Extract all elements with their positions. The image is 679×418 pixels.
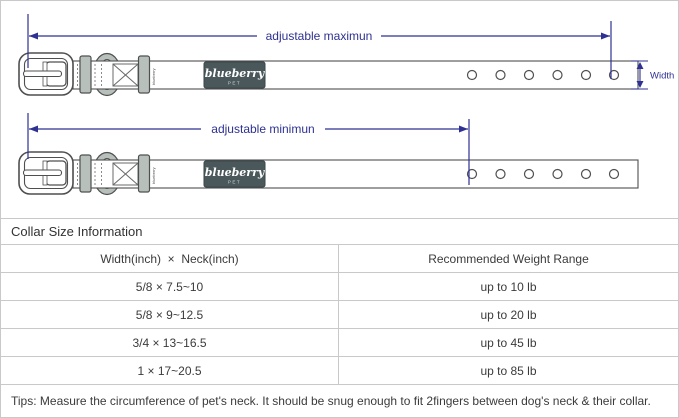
collar-diagram: blueberry blueberry PET [18, 14, 674, 196]
min-label-bg [201, 121, 325, 137]
header-size-column: Width(inch) × Neck(inch) [1, 245, 339, 272]
min-label: adjustable minimun [211, 122, 314, 136]
width-label: Width [650, 71, 674, 82]
tips-note: Tips: Measure the circumference of pet's… [1, 384, 678, 417]
weight-cell: up to 10 lb [480, 279, 537, 294]
size-cell: 5/8 × 9~12.5 [1, 301, 339, 328]
table-title: Collar Size Information [1, 218, 678, 244]
size-cell: 3/4 × 13~16.5 [1, 329, 339, 356]
size-cell: 1 × 17~20.5 [1, 357, 339, 384]
width-dimension-arrows [636, 62, 644, 88]
table-row: 5/8 × 9~12.5 up to 20 lb [1, 300, 678, 328]
size-table: Collar Size Information Width(inch) × Ne… [1, 218, 678, 417]
weight-cell: up to 20 lb [480, 307, 537, 322]
weight-cell: up to 45 lb [480, 335, 537, 350]
table-row: 1 × 17~20.5 up to 85 lb [1, 356, 678, 384]
table-row: 3/4 × 13~16.5 up to 45 lb [1, 328, 678, 356]
header-weight-column: Recommended Weight Range [428, 251, 589, 266]
min-dimension-arrows [29, 125, 468, 133]
max-dimension-arrows [29, 32, 610, 40]
size-cell: 5/8 × 7.5~10 [1, 273, 339, 300]
collar-bottom [18, 151, 639, 196]
weight-cell: up to 85 lb [480, 363, 537, 378]
table-header-row: Width(inch) × Neck(inch) Recommended Wei… [1, 244, 678, 272]
table-row: 5/8 × 7.5~10 up to 10 lb [1, 272, 678, 300]
max-label-bg [257, 28, 381, 44]
collar-top [18, 52, 639, 97]
max-label: adjustable maximun [266, 29, 373, 43]
